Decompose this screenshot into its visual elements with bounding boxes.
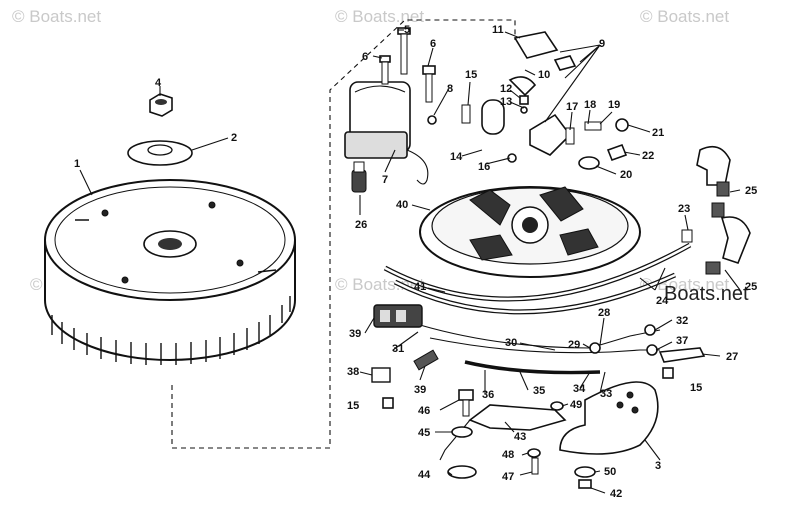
- washer-8: [427, 115, 437, 125]
- callout-label: 15: [690, 382, 702, 394]
- callout-label: 46: [418, 405, 430, 417]
- callout-label: 42: [610, 488, 622, 500]
- callout-label: 4: [155, 77, 162, 89]
- callout-label: 28: [598, 307, 610, 319]
- callout-label: 34: [573, 383, 586, 395]
- callout-label: 12: [500, 83, 512, 95]
- callout-label: 39: [349, 328, 361, 340]
- callout-label: 16: [478, 161, 490, 173]
- watermark: © Boats.net: [640, 7, 729, 26]
- part-23: [681, 229, 693, 243]
- callout-label: 20: [620, 169, 632, 181]
- callout-label: 37: [676, 335, 688, 347]
- callout-label: 1: [74, 158, 80, 170]
- callout-label: 21: [652, 127, 664, 139]
- callout-label: 33: [600, 388, 612, 400]
- callout-label: 11: [492, 24, 504, 36]
- ignition-coil: [344, 81, 429, 185]
- callout-label: 22: [642, 150, 654, 162]
- callout-label: 26: [355, 219, 367, 231]
- callout-label: 14: [450, 151, 463, 163]
- callout-label: 23: [678, 203, 690, 215]
- callout-label: 43: [514, 431, 526, 443]
- callout-label: 3: [655, 460, 661, 472]
- connector-38: [371, 367, 391, 383]
- callout-label: 25: [745, 185, 757, 197]
- callout-label: 6: [430, 38, 436, 50]
- callout-label: 13: [500, 96, 512, 108]
- callout-label: 10: [538, 69, 550, 81]
- washer-2: [127, 140, 193, 166]
- callout-label: 35: [533, 385, 545, 397]
- callout-label: 38: [347, 366, 359, 378]
- callout-label: 17: [566, 101, 578, 113]
- watermark: © Boats.net: [335, 7, 424, 26]
- breaker-parts: [461, 31, 629, 170]
- callout-label: 40: [396, 199, 408, 211]
- callout-label: 25: [745, 281, 757, 293]
- callout-label: 2: [231, 132, 237, 144]
- dashed-outline: [171, 19, 516, 449]
- callout-label: 49: [570, 399, 582, 411]
- callout-label: 36: [482, 389, 494, 401]
- plug-39: [413, 349, 439, 371]
- watermark: © Boats.net: [335, 275, 424, 294]
- callout-label: 27: [726, 351, 738, 363]
- nut-4: [149, 93, 173, 117]
- leader-lines: [79, 29, 741, 494]
- elbow-25-top: [696, 145, 731, 197]
- flywheel: [44, 179, 296, 365]
- watermark-main: Boats.net: [664, 283, 749, 305]
- retainer-rings: [383, 242, 692, 315]
- callout-label: 50: [604, 466, 616, 478]
- callout-label: 24: [656, 295, 669, 307]
- spark-plug-terminal-26: [351, 161, 367, 193]
- callout-label: 41: [414, 281, 426, 293]
- screws-6: [379, 55, 436, 103]
- small-hardware: [382, 324, 706, 489]
- callout-label: 15: [465, 69, 477, 81]
- callout-label: 39: [414, 384, 426, 396]
- stator-plate: [419, 186, 641, 278]
- callout-label: 8: [447, 83, 453, 95]
- callout-label: 5: [404, 24, 410, 36]
- connector-block: [373, 304, 423, 328]
- watermark: © Boats.net: [12, 7, 101, 26]
- callout-label: 19: [608, 99, 620, 111]
- callout-label: 44: [418, 469, 431, 481]
- callout-label: 48: [502, 449, 514, 461]
- callout-label: 47: [502, 471, 514, 483]
- elbow-25-bottom: [705, 216, 751, 275]
- callout-label: 9: [599, 38, 605, 50]
- callout-label: 30: [505, 337, 517, 349]
- cables: [419, 324, 661, 375]
- callout-label: 6: [362, 51, 368, 63]
- callout-labels: 1 2 3 4 5 6 6 7 8 9 10 11 12 13 14 15 15…: [74, 24, 757, 500]
- advance-arm: [559, 381, 659, 455]
- callout-label: 45: [418, 427, 430, 439]
- callout-label: 32: [676, 315, 688, 327]
- callout-label: 7: [382, 174, 388, 186]
- screw-5: [397, 27, 411, 75]
- spring-25: [711, 202, 725, 218]
- callout-label: 31: [392, 343, 404, 355]
- callout-label: 18: [584, 99, 596, 111]
- callout-label: 15: [347, 400, 359, 412]
- callout-label: 29: [568, 339, 580, 351]
